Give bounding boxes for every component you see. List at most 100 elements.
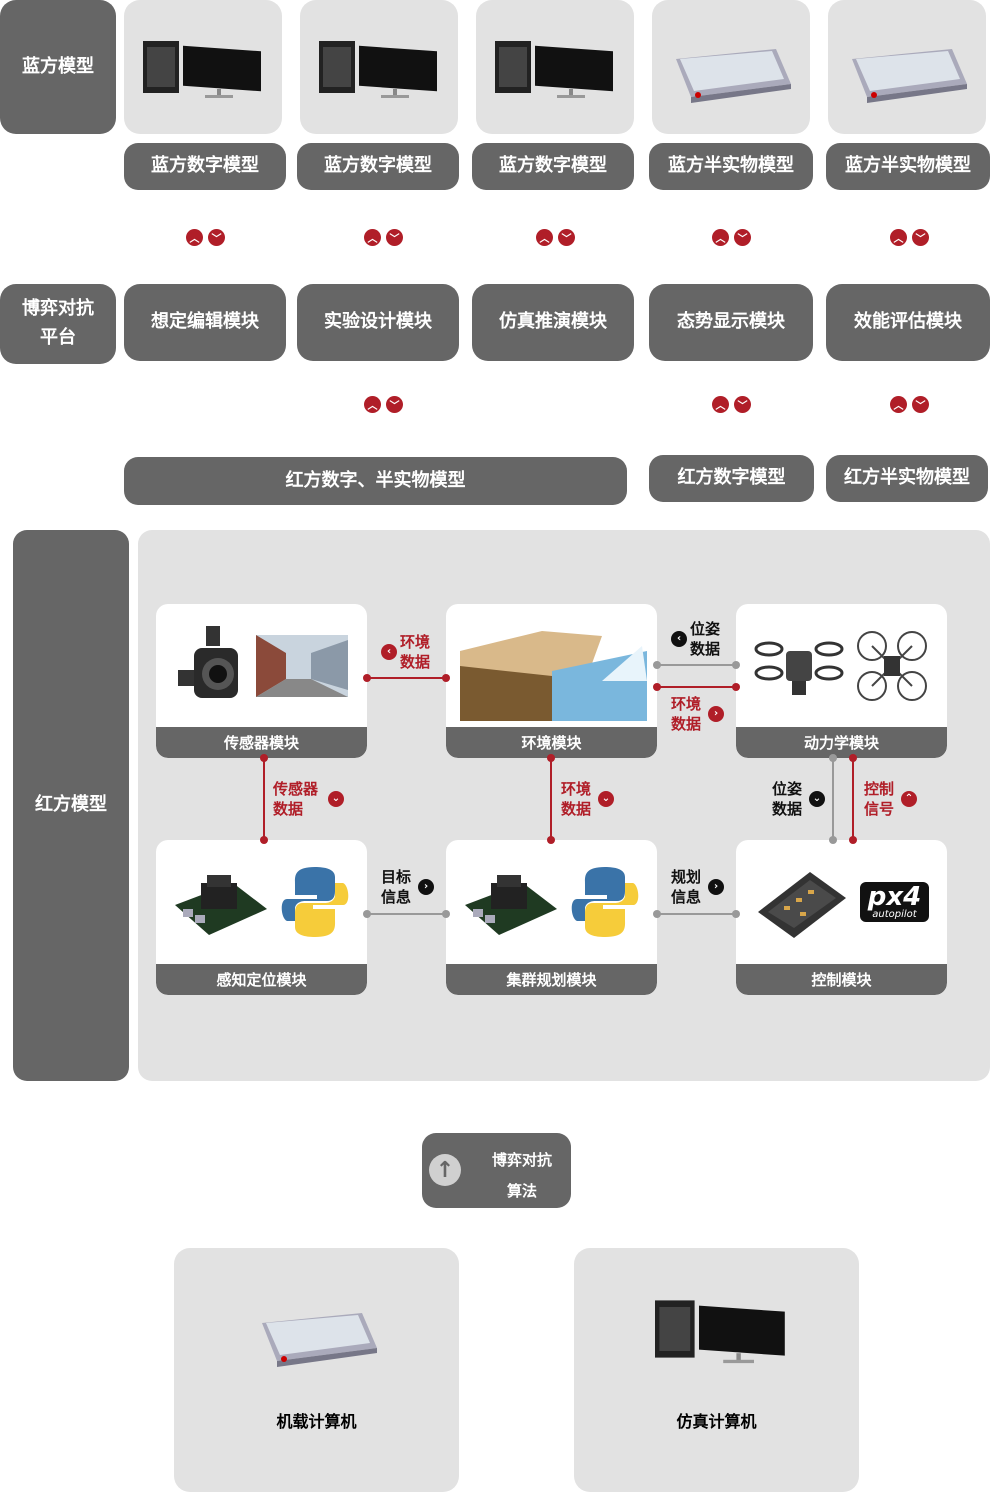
sensor-perception-tag-text: 传感器数据 bbox=[273, 780, 319, 818]
platform-module-4[interactable]: 态势显示模块 bbox=[649, 284, 813, 361]
environment-module-label: 环境模块 bbox=[446, 727, 657, 758]
env-cluster-tag-text: 环境数据 bbox=[561, 780, 592, 818]
onboard-computer-card[interactable]: 机载计算机 bbox=[174, 1248, 459, 1492]
blue-model-button-text: 蓝方半实物模型 bbox=[668, 155, 794, 177]
connector-dot bbox=[732, 661, 740, 669]
dyn-ctrl-pose-line bbox=[832, 758, 834, 840]
platform-module-5[interactable]: 效能评估模块 bbox=[826, 284, 990, 361]
ctrl-signal-tag: 控制信号⌃ bbox=[864, 779, 917, 819]
dyn-ctrl-pose-tag: 位姿数据⌄ bbox=[772, 779, 825, 819]
cluster-planning-module-card[interactable]: 集群规划模块 bbox=[446, 840, 657, 995]
chevron-left-icon: ‹ bbox=[381, 644, 397, 660]
jetson-board-icon bbox=[464, 875, 557, 935]
connector-dot bbox=[849, 754, 857, 762]
connector-dot bbox=[442, 674, 450, 682]
chevron-up-icon: ︿ bbox=[890, 229, 907, 246]
chevron-down-icon: ﹀ bbox=[558, 229, 575, 246]
game-algorithm-button[interactable]: ↑ 博弈对抗算法 bbox=[422, 1133, 571, 1208]
chevron-down-icon: ⌄ bbox=[598, 791, 614, 807]
blue-model-button-text: 蓝方数字模型 bbox=[324, 155, 432, 177]
env-dyn-env-line bbox=[657, 686, 736, 688]
algorithm-line1: 博弈对抗 bbox=[491, 1151, 552, 1169]
cluster-image bbox=[446, 840, 657, 964]
connector-dot bbox=[829, 836, 837, 844]
chevron-up-icon: ︿ bbox=[890, 396, 907, 413]
env-dyn-env-tag-text: 环境数据 bbox=[671, 695, 702, 733]
blue-model-button-text: 蓝方半实物模型 bbox=[845, 155, 971, 177]
platform-module-text: 效能评估模块 bbox=[854, 311, 962, 333]
env-dyn-pose-line bbox=[657, 664, 736, 666]
red-hil-model-text: 红方半实物模型 bbox=[844, 467, 970, 489]
chevron-down-icon: ﹀ bbox=[734, 229, 751, 246]
ctrl-signal-line bbox=[852, 758, 854, 840]
perception-image bbox=[156, 840, 367, 964]
connector-dot bbox=[653, 683, 661, 691]
platform-label-line2: 平台 bbox=[40, 327, 76, 348]
target-info-tag: 目标信息› bbox=[381, 867, 434, 907]
blue-model-button-4[interactable]: 蓝方半实物模型 bbox=[649, 143, 813, 190]
red-digital-model-text: 红方数字模型 bbox=[677, 467, 786, 489]
red-model-label-text: 红方模型 bbox=[35, 794, 107, 816]
env-cluster-line bbox=[550, 758, 552, 840]
platform-module-text: 实验设计模块 bbox=[324, 311, 432, 333]
blue-model-image-2 bbox=[300, 0, 458, 134]
gimbal-camera-icon bbox=[177, 626, 238, 698]
environment-module-card[interactable]: 环境模块 bbox=[446, 604, 657, 758]
platform-label-line1: 博弈对抗 bbox=[22, 298, 94, 320]
connector-dot bbox=[732, 910, 740, 918]
sensor-env-tag-text: 环境数据 bbox=[400, 633, 431, 671]
connector-dot bbox=[442, 910, 450, 918]
sensor-module-label: 传感器模块 bbox=[156, 727, 367, 758]
perception-module-label: 感知定位模块 bbox=[156, 964, 367, 995]
blue-model-image-1 bbox=[124, 0, 282, 134]
plan-info-tag-text: 规划信息 bbox=[671, 868, 702, 906]
chevron-up-icon: ︿ bbox=[186, 229, 203, 246]
chevron-down-icon: ﹀ bbox=[912, 229, 929, 246]
connector-dot bbox=[547, 754, 555, 762]
connector-dot bbox=[653, 910, 661, 918]
dynamics-module-card[interactable]: 动力学模块 bbox=[736, 604, 947, 758]
red-digital-model[interactable]: 红方数字模型 bbox=[649, 455, 814, 502]
red-digital-hil-model[interactable]: 红方数字、半实物模型 bbox=[124, 457, 627, 505]
perception-module-card[interactable]: 感知定位模块 bbox=[156, 840, 367, 995]
connector-dot bbox=[547, 836, 555, 844]
python-logo-icon bbox=[281, 867, 348, 937]
platform-module-text: 想定编辑模块 bbox=[151, 311, 259, 333]
platform-module-3[interactable]: 仿真推演模块 bbox=[472, 284, 634, 361]
dynamics-module-label: 动力学模块 bbox=[736, 727, 947, 758]
platform-module-1[interactable]: 想定编辑模块 bbox=[124, 284, 286, 361]
sensor-module-card[interactable]: 传感器模块 bbox=[156, 604, 367, 758]
chevron-down-icon: ﹀ bbox=[386, 229, 403, 246]
blue-model-label: 蓝方模型 bbox=[0, 0, 116, 134]
blue-model-button-5[interactable]: 蓝方半实物模型 bbox=[826, 143, 990, 190]
chevron-up-icon: ⌃ bbox=[901, 791, 917, 807]
control-module-label: 控制模块 bbox=[736, 964, 947, 995]
blue-model-label-text: 蓝方模型 bbox=[22, 55, 94, 77]
algorithm-line2: 算法 bbox=[506, 1182, 537, 1200]
chevron-down-icon: ﹀ bbox=[208, 229, 225, 246]
quadcopter-icon bbox=[754, 641, 843, 695]
chevron-down-icon: ⌄ bbox=[809, 791, 825, 807]
platform-module-2[interactable]: 实验设计模块 bbox=[297, 284, 459, 361]
tablet-computer-icon bbox=[261, 1313, 377, 1367]
connector-dot bbox=[260, 754, 268, 762]
sim-computer-card[interactable]: 仿真计算机 bbox=[574, 1248, 859, 1492]
blue-model-button-2[interactable]: 蓝方数字模型 bbox=[297, 143, 459, 190]
tablet-computer-icon bbox=[676, 49, 791, 103]
blue-model-button-1[interactable]: 蓝方数字模型 bbox=[124, 143, 286, 190]
blue-model-image-3 bbox=[476, 0, 634, 134]
terrain-block-icon bbox=[459, 631, 647, 721]
drone-image bbox=[736, 604, 947, 728]
chevron-left-icon: ‹ bbox=[671, 631, 687, 647]
connector-dot bbox=[363, 910, 371, 918]
connector-dot bbox=[849, 836, 857, 844]
px4-logo-subtext: autopilot bbox=[872, 909, 917, 920]
chevron-down-icon: ﹀ bbox=[912, 396, 929, 413]
red-hil-model[interactable]: 红方半实物模型 bbox=[826, 455, 988, 502]
red-digital-hil-model-text: 红方数字、半实物模型 bbox=[285, 469, 466, 491]
blue-model-button-3[interactable]: 蓝方数字模型 bbox=[472, 143, 634, 190]
red-model-label: 红方模型 bbox=[13, 530, 129, 1081]
chevron-right-icon: › bbox=[418, 879, 434, 895]
